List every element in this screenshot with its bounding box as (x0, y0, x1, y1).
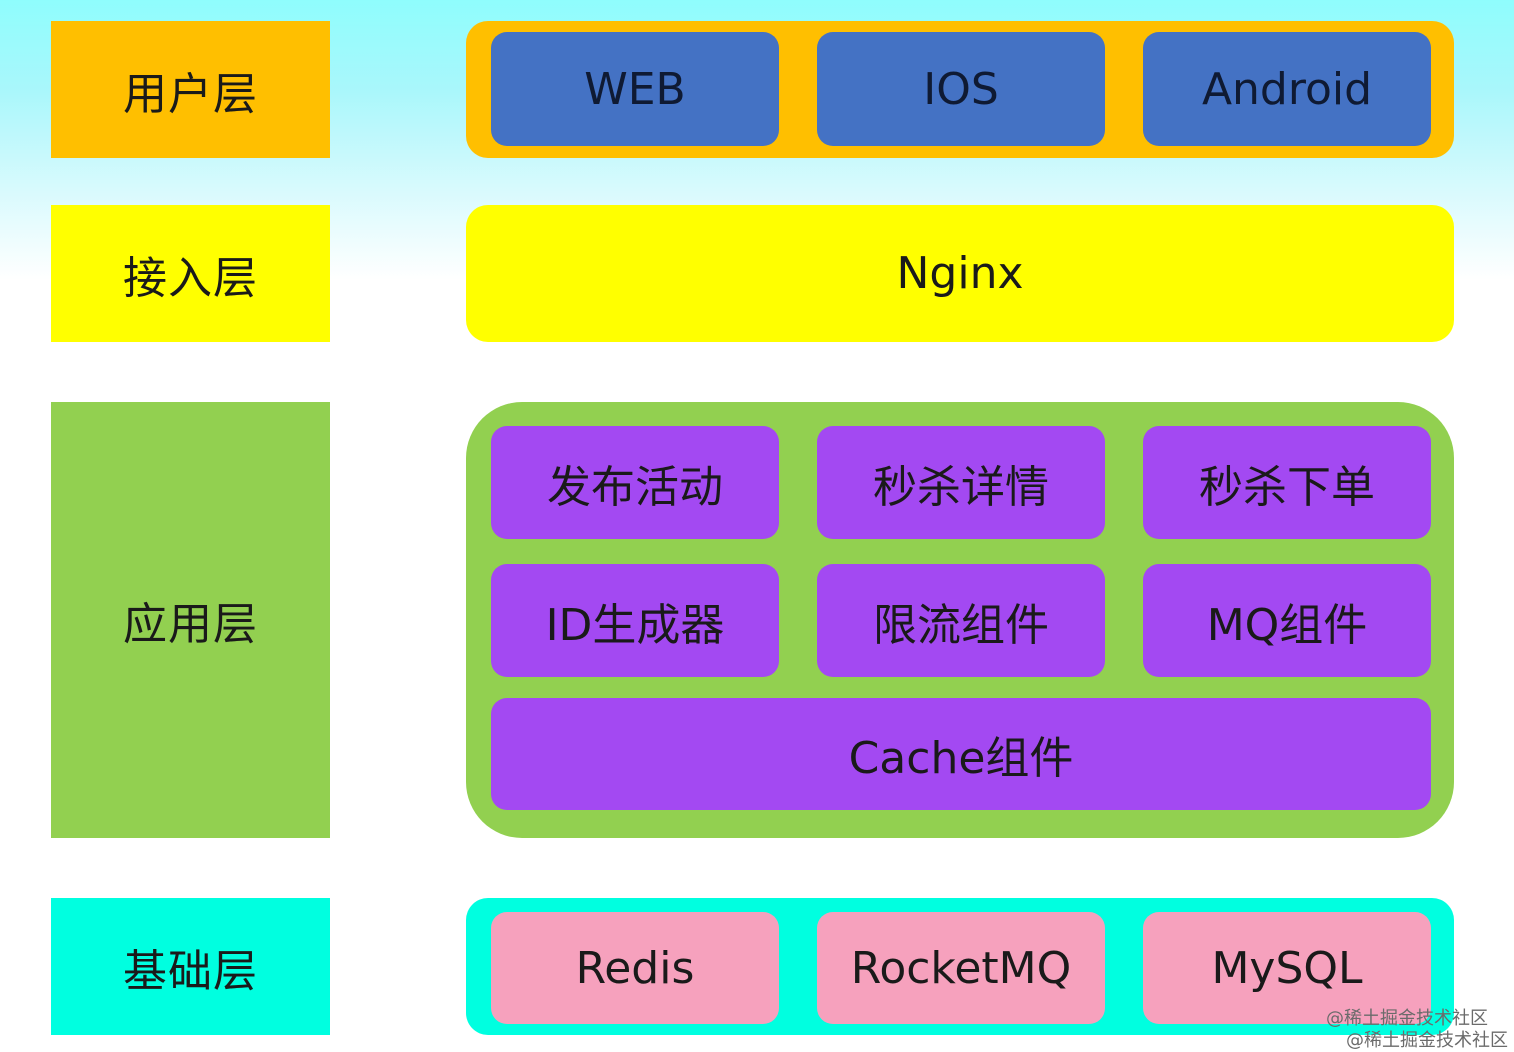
user-layer-container: WEB IOS Android (466, 21, 1454, 158)
mysql-box: MySQL (1143, 912, 1431, 1024)
rate-limit-component-box: 限流组件 (817, 564, 1105, 677)
publish-activity-box: 发布活动 (491, 426, 779, 539)
layer-label-user: 用户层 (51, 21, 330, 158)
seckill-order-box: 秒杀下单 (1143, 426, 1431, 539)
nginx-box: Nginx (466, 205, 1454, 342)
id-generator-box: ID生成器 (491, 564, 779, 677)
mq-component-box: MQ组件 (1143, 564, 1431, 677)
rocketmq-box: RocketMQ (817, 912, 1105, 1024)
android-client-box: Android (1143, 32, 1431, 146)
redis-box: Redis (491, 912, 779, 1024)
watermark-line-1: @稀土掘金技术社区 (1326, 1008, 1488, 1029)
app-layer-container: 发布活动 秒杀详情 秒杀下单 ID生成器 限流组件 MQ组件 Cache组件 (466, 402, 1454, 838)
seckill-detail-box: 秒杀详情 (817, 426, 1105, 539)
watermark-line-2: @稀土掘金技术社区 (1346, 1030, 1508, 1051)
base-layer-container: Redis RocketMQ MySQL (466, 898, 1454, 1035)
ios-client-box: IOS (817, 32, 1105, 146)
layer-label-access: 接入层 (51, 205, 330, 342)
layer-label-app: 应用层 (51, 402, 330, 838)
layer-label-base: 基础层 (51, 898, 330, 1035)
cache-component-box: Cache组件 (491, 698, 1431, 810)
web-client-box: WEB (491, 32, 779, 146)
